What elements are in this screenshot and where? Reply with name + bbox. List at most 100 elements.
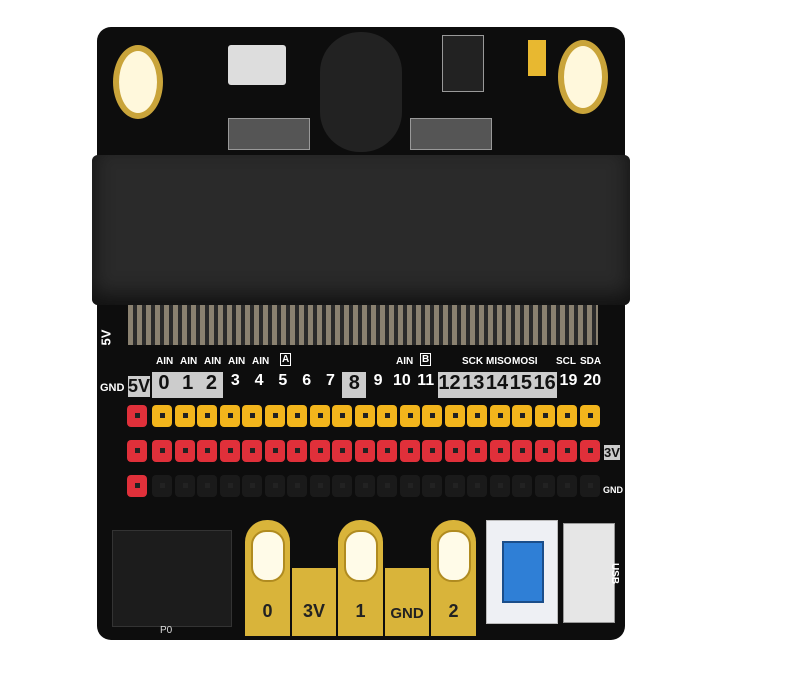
header-pin[interactable]: [287, 405, 307, 427]
pad-2[interactable]: 2: [431, 520, 476, 636]
header-pin[interactable]: [354, 475, 375, 497]
header-column: [512, 405, 532, 510]
header-column: [309, 405, 330, 510]
header-pin[interactable]: [127, 405, 147, 427]
pin-label-16: 16: [532, 372, 557, 398]
reset-button[interactable]: [486, 520, 558, 624]
header-pin[interactable]: [467, 405, 487, 427]
header-pin[interactable]: [219, 475, 240, 497]
pin-label-8: 8: [342, 372, 367, 398]
header-pin[interactable]: [197, 440, 217, 462]
usb-label: USB: [609, 562, 621, 585]
header-pin[interactable]: [174, 405, 195, 427]
header-pin[interactable]: [174, 440, 195, 462]
pad-0[interactable]: 0: [245, 520, 290, 636]
pin-label-12: 12: [437, 372, 462, 398]
header-pin[interactable]: [219, 405, 240, 427]
header-pin[interactable]: [557, 440, 577, 462]
header-pin[interactable]: [332, 440, 352, 462]
button-a-label: A: [280, 353, 292, 366]
header-pin[interactable]: [377, 405, 397, 427]
pad-label: 3V: [302, 601, 326, 621]
pin-label-7: 7: [326, 372, 335, 389]
header-pin[interactable]: [127, 475, 147, 497]
header-pin[interactable]: [444, 475, 465, 497]
header-pin[interactable]: [422, 405, 442, 427]
header-pin[interactable]: [422, 475, 442, 497]
header-pin[interactable]: [197, 475, 217, 497]
led: [528, 40, 546, 76]
header-pin[interactable]: [467, 440, 487, 462]
power-switch[interactable]: [228, 45, 286, 85]
header-pin[interactable]: [557, 475, 577, 497]
5v-col-label: 5V: [128, 376, 151, 397]
header-pin[interactable]: [354, 440, 375, 462]
header-pin[interactable]: [242, 440, 262, 462]
header-pin[interactable]: [309, 440, 330, 462]
header-pin[interactable]: [557, 405, 577, 427]
header-pin[interactable]: [399, 475, 420, 497]
pad-gnd[interactable]: GND: [385, 568, 429, 636]
ain-label: AIN: [396, 356, 414, 367]
header-pin[interactable]: [399, 405, 420, 427]
chip: [228, 118, 310, 150]
header-pin[interactable]: [444, 440, 465, 462]
5v-label: 5V: [98, 329, 114, 346]
header-pin[interactable]: [242, 405, 262, 427]
header-column: [489, 405, 510, 510]
header-pin[interactable]: [332, 405, 352, 427]
miso-label: MISO: [486, 356, 512, 367]
regulator: [442, 35, 484, 92]
header-pin[interactable]: [534, 405, 555, 427]
header-pin[interactable]: [287, 475, 307, 497]
header-pin[interactable]: [264, 440, 285, 462]
header-pin[interactable]: [152, 405, 172, 427]
header-pin[interactable]: [444, 405, 465, 427]
header-pin[interactable]: [197, 405, 217, 427]
edge-connector-slot[interactable]: [92, 155, 630, 305]
header-pin[interactable]: [354, 405, 375, 427]
header-pin[interactable]: [512, 440, 532, 462]
header-pin[interactable]: [467, 475, 487, 497]
header-pin[interactable]: [242, 475, 262, 497]
header-pin[interactable]: [309, 475, 330, 497]
button-cap[interactable]: [502, 541, 544, 603]
header-pin[interactable]: [264, 405, 285, 427]
header-pin[interactable]: [399, 440, 420, 462]
header-pin[interactable]: [579, 440, 600, 462]
header-pin[interactable]: [422, 440, 442, 462]
header-pin[interactable]: [579, 475, 600, 497]
pad-1[interactable]: 1: [338, 520, 383, 636]
header-pin[interactable]: [287, 440, 307, 462]
header-pin[interactable]: [489, 475, 510, 497]
header-pin[interactable]: [264, 475, 285, 497]
micro-usb-port[interactable]: [563, 523, 615, 623]
sck-label: SCK: [462, 356, 484, 367]
header-pin[interactable]: [309, 405, 330, 427]
header-pin[interactable]: [152, 475, 172, 497]
header-pin[interactable]: [152, 440, 172, 462]
scl-label: SCL: [556, 356, 576, 367]
header-pin[interactable]: [489, 405, 510, 427]
header-pin[interactable]: [377, 440, 397, 462]
header-pin[interactable]: [489, 440, 510, 462]
header-pin[interactable]: [512, 475, 532, 497]
header-pin[interactable]: [534, 440, 555, 462]
connector-pins: [128, 305, 598, 345]
pad-label: 0: [262, 601, 273, 621]
header-pin[interactable]: [219, 440, 240, 462]
header-pin[interactable]: [377, 475, 397, 497]
chip: [410, 118, 492, 150]
header-pin[interactable]: [534, 475, 555, 497]
header-pin[interactable]: [512, 405, 532, 427]
ain-label: AIN: [228, 356, 246, 367]
header-pin[interactable]: [174, 475, 195, 497]
pad-label: GND: [390, 605, 424, 622]
header-pin[interactable]: [127, 440, 147, 462]
audio-jack[interactable]: [112, 530, 232, 627]
pad-3v[interactable]: 3V: [292, 568, 336, 636]
header-pin[interactable]: [579, 405, 600, 427]
pad-label: 2: [448, 601, 459, 621]
header-pin[interactable]: [332, 475, 352, 497]
pin-label-9: 9: [373, 372, 383, 389]
